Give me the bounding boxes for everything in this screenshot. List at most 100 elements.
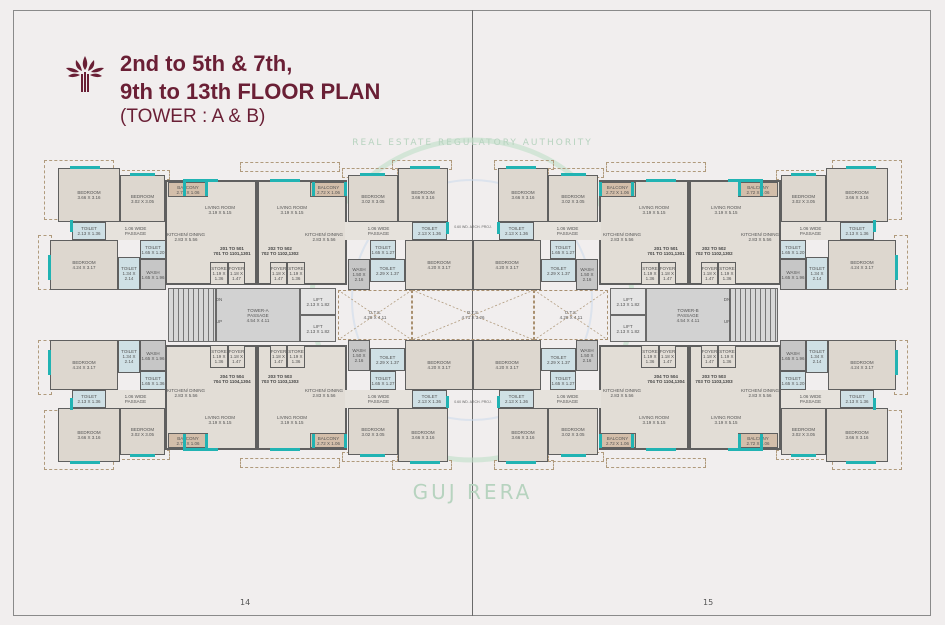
room-name: STORE xyxy=(719,349,735,354)
room-name: LIVING ROOM xyxy=(638,415,669,420)
room-dimension: 1.34 X 2.14 xyxy=(810,354,824,364)
window xyxy=(873,220,876,232)
room-dimension: 2.72 X 1.06 xyxy=(316,189,341,195)
window xyxy=(360,173,385,176)
room-dimension: PASSAGE xyxy=(367,231,390,236)
tower-name: TOWER-B xyxy=(677,307,699,313)
room-dimension: 3.02 X 3.05 xyxy=(361,431,385,437)
room-dimension: 3.02 X 3.05 xyxy=(361,198,385,204)
room-dimension: 1.19 X 1.36 xyxy=(643,271,657,281)
room-name: LIVING ROOM xyxy=(276,415,307,420)
room-name: BALCONY xyxy=(177,184,199,190)
room-name: TOILET xyxy=(375,244,391,250)
room-name: 201 TO 501 xyxy=(220,246,244,251)
lift-dimension: 2.13 X 1.82 xyxy=(306,301,330,307)
room-dimension: PASSAGE xyxy=(124,231,147,236)
room-name: TOILET xyxy=(379,265,396,271)
room-dimension: 1.65 X 1.27 xyxy=(371,249,395,255)
window xyxy=(760,182,763,196)
room-name: BEDROOM xyxy=(495,360,519,365)
room-dimension: 1.65 X 1.20 xyxy=(781,380,805,386)
room-name: FOYER xyxy=(701,349,718,354)
room-dimension: 1.18 X 1.47 xyxy=(229,354,243,364)
room-dimension: 1.19 X 1.36 xyxy=(643,354,657,364)
room-name: BEDROOM xyxy=(130,426,155,432)
room-name: STORE xyxy=(642,349,658,354)
room-name: 204 TO 504 xyxy=(220,374,244,379)
room-name: KITCHEN/ DINING xyxy=(166,232,205,237)
room-name: TOILET xyxy=(81,394,97,399)
room-dimension: 3.02 X 3.05 xyxy=(130,431,155,437)
room-name: STORE xyxy=(288,349,304,354)
window xyxy=(873,398,876,410)
stair-up-label: UP xyxy=(214,318,224,324)
window xyxy=(506,461,536,464)
room-dimension: 1.65 X 1.27 xyxy=(371,380,395,386)
room-dimension: 2.83 X 5.56 xyxy=(174,393,198,398)
room-name: BALCONY xyxy=(747,435,769,441)
window xyxy=(183,434,186,448)
room-name: BEDROOM xyxy=(427,260,451,265)
room-name: 1.06 WIDE xyxy=(124,394,147,399)
room-dimension: 1.50 X 2.16 xyxy=(352,272,366,282)
projection-label: 0.60 WD. ARCH. PROJ. xyxy=(450,400,496,405)
lift-dimension: 2.13 X 1.82 xyxy=(306,328,330,334)
room-dimension: 4.20 X 3.17 xyxy=(495,365,519,370)
room-name: BALCONY xyxy=(606,184,629,190)
room-dimension: 2.72 X 1.06 xyxy=(746,189,770,195)
room-name: BEDROOM xyxy=(791,193,816,199)
staircase xyxy=(730,288,778,342)
room-name: WASH xyxy=(352,348,366,353)
room-dimension: 3.19 X 5.15 xyxy=(280,210,304,215)
room-dimension: 3.66 X 3.16 xyxy=(77,195,101,200)
stair-down-text: DN xyxy=(723,296,731,302)
window xyxy=(312,182,315,196)
room-dimension: 3.19 X 5.15 xyxy=(714,210,738,215)
room-dimension: 1.18 X 1.47 xyxy=(229,271,243,281)
room-dimension: 1.65 X 1.36 xyxy=(141,380,165,386)
room-dimension: 1.65 X 1.27 xyxy=(551,249,575,255)
room-name: WASH xyxy=(786,350,800,356)
room-name: BEDROOM xyxy=(77,430,101,435)
room-dimension: 2.72 X 1.06 xyxy=(605,189,630,195)
room-dimension: 1.19 X 1.36 xyxy=(212,354,226,364)
room-name: TOILET xyxy=(421,226,438,231)
room-name: BEDROOM xyxy=(850,260,874,265)
window xyxy=(846,166,876,169)
window xyxy=(48,350,51,375)
window xyxy=(846,461,876,464)
room-name: LIVING ROOM xyxy=(276,205,307,210)
room-name: BEDROOM xyxy=(411,190,435,195)
